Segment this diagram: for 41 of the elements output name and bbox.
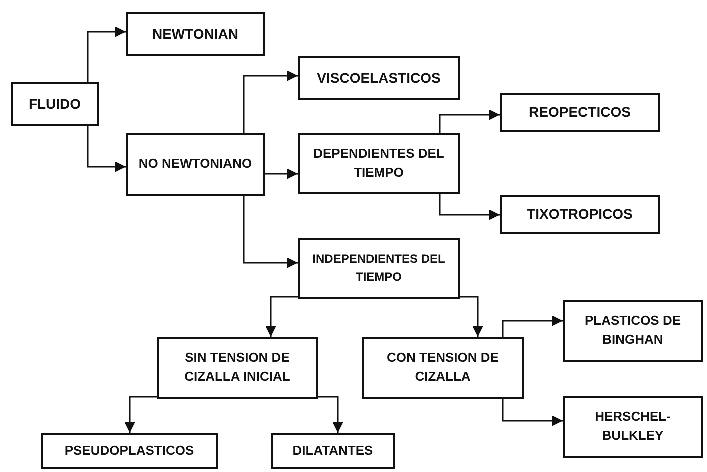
category-label: DEPENDIENTES DEL TIEMPO bbox=[312, 144, 446, 182]
category-box bbox=[157, 337, 318, 399]
arrow bbox=[266, 296, 298, 337]
arrow bbox=[318, 396, 344, 433]
category-box bbox=[126, 12, 265, 56]
category-box bbox=[11, 82, 99, 126]
category-label: REOPECTICOS bbox=[529, 103, 631, 122]
category-box bbox=[563, 300, 703, 362]
category-label: NO NEWTONIANO bbox=[138, 155, 252, 174]
category-box bbox=[500, 195, 660, 234]
arrow bbox=[502, 399, 563, 426]
category-label: TIXOTROPICOS bbox=[527, 205, 633, 224]
category-label: FLUIDO bbox=[28, 94, 82, 114]
category-box bbox=[298, 238, 460, 299]
category-box bbox=[298, 133, 460, 194]
category-box bbox=[362, 337, 524, 399]
arrow bbox=[243, 196, 298, 268]
category-label: PLASTICOS DE BINGHAN bbox=[584, 312, 682, 349]
category-label: INDEPENDIENTES DEL TIEMPO bbox=[312, 251, 446, 286]
arrow bbox=[87, 126, 126, 172]
category-box bbox=[563, 396, 703, 458]
category-label: VISCOELASTICOS bbox=[317, 68, 441, 88]
arrow bbox=[265, 168, 298, 180]
category-label: CON TENSION DE CIZALLA bbox=[386, 349, 500, 386]
arrow bbox=[502, 316, 563, 337]
arrow bbox=[439, 194, 500, 220]
category-label: SIN TENSION DE CIZALLA INICIAL bbox=[184, 349, 292, 386]
category-box bbox=[500, 93, 660, 132]
arrow bbox=[460, 296, 484, 337]
category-box bbox=[271, 433, 395, 469]
category-box bbox=[41, 433, 218, 469]
category-box bbox=[298, 56, 460, 100]
arrow bbox=[243, 70, 298, 133]
category-label: HERSCHEL- BULKLEY bbox=[594, 408, 672, 445]
arrow bbox=[124, 396, 157, 433]
arrow bbox=[87, 26, 126, 82]
category-label: PSEUDOPLASTICOS bbox=[64, 442, 194, 460]
category-label: DILATANTES bbox=[292, 442, 374, 460]
arrow bbox=[439, 110, 500, 133]
category-box bbox=[126, 133, 265, 196]
category-label: NEWTONIAN bbox=[152, 24, 239, 44]
